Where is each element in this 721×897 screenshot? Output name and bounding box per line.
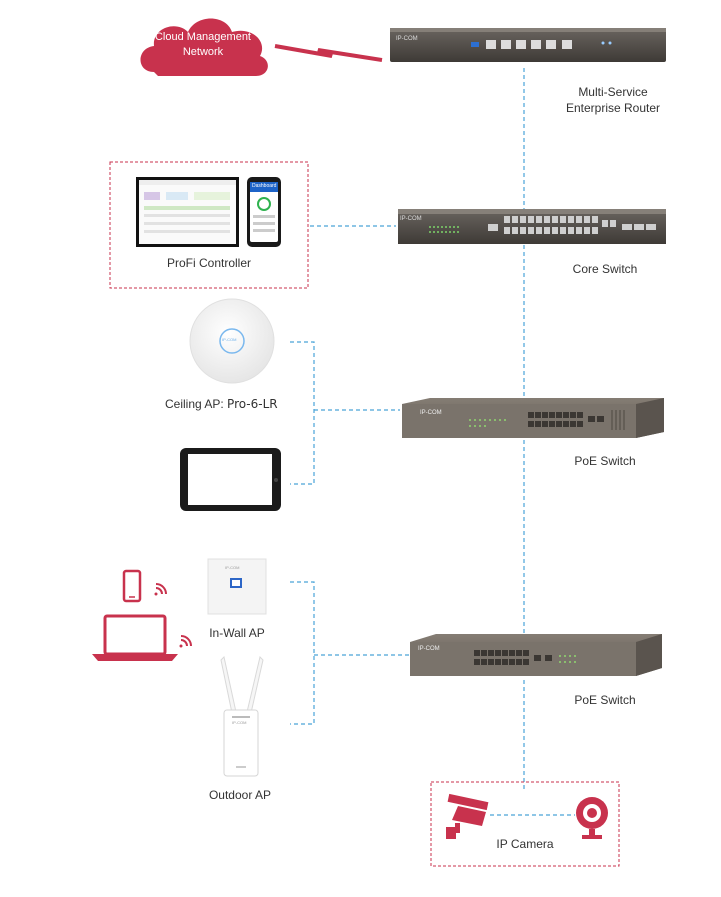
poe-switch-2-label: PoE Switch (574, 693, 636, 707)
core-switch-label: Core Switch (572, 262, 638, 276)
wifi-signal-icon-laptop (179, 635, 192, 648)
poe-switch-2-device (410, 634, 662, 676)
poe-switch-1-device (402, 398, 664, 438)
router-label-line1: Multi-Service (578, 85, 648, 99)
wireless-bolt-icon (274, 44, 383, 62)
tablet-icon (180, 448, 281, 511)
router-device (390, 28, 666, 62)
cloud-icon (140, 18, 268, 76)
cloud-label-line1: Cloud Management (154, 31, 251, 43)
controller-frame (109, 161, 309, 289)
outdoor-ap-device (220, 655, 264, 777)
ceiling-ap-label-model: Pro-6-LR (227, 397, 278, 411)
camera-frame (430, 781, 620, 867)
ceiling-ap-device (189, 298, 275, 384)
dome-camera-icon (576, 797, 608, 839)
ceiling-ap-label-prefix: Ceiling AP: (165, 397, 224, 411)
poe-switch-1-label: PoE Switch (574, 454, 636, 468)
outdoor-ap-label: Outdoor AP (208, 788, 272, 802)
in-wall-ap-device (207, 558, 267, 615)
smartphone-screen-title: Dashboard (252, 183, 277, 189)
router-label: Multi-Service Enterprise Router (548, 84, 678, 116)
link-ceiling-ap-bracket (290, 341, 315, 485)
bullet-camera-icon (446, 793, 489, 839)
outdoor-ap-brand-logo: IP-COM (232, 720, 247, 725)
in-wall-ap-brand-logo: IP-COM (225, 565, 240, 570)
smartphone-icon (247, 177, 281, 247)
client-laptop-icon (92, 614, 178, 661)
link-inwall-ap-bracket (290, 581, 315, 725)
in-wall-ap-label: In-Wall AP (209, 626, 265, 640)
ip-camera-label: IP Camera (496, 837, 554, 851)
monitor-icon (136, 177, 239, 247)
core-switch-brand-logo: IP-COM (400, 216, 422, 222)
client-phone-icon (122, 569, 142, 603)
cloud-label: Cloud Management Network (140, 30, 266, 60)
poe-switch-2-brand-logo: IP-COM (418, 646, 440, 652)
router-label-line2: Enterprise Router (565, 101, 661, 115)
controller-label: ProFi Controller (166, 256, 252, 270)
wifi-signal-icon-phone (154, 583, 167, 596)
ceiling-ap-label: Ceiling AP: Pro-6-LR (165, 397, 278, 411)
cloud-label-line2: Network (182, 46, 224, 58)
core-switch-device (398, 209, 666, 244)
connection-lines (290, 68, 575, 816)
poe-switch-1-brand-logo: IP-COM (420, 410, 442, 416)
ceiling-ap-brand-logo: IP-COM (222, 337, 237, 342)
router-brand-logo: IP-COM (396, 36, 418, 42)
